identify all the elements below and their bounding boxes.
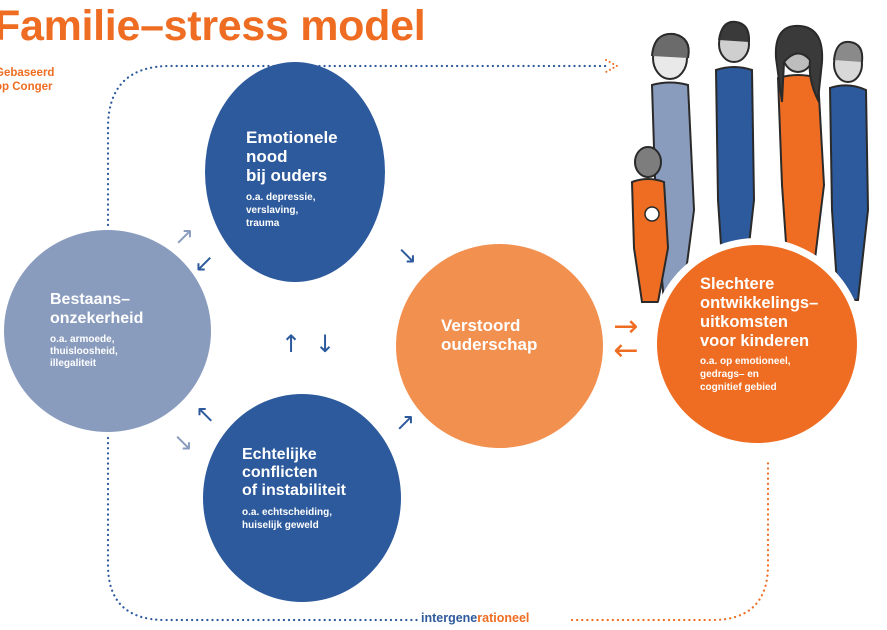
- adult-right-figure: [828, 40, 870, 301]
- adult-back-figure: [714, 20, 756, 291]
- node-verstoord-ouderschap: Verstoord ouderschap: [396, 244, 603, 448]
- arrow-right-icon: →: [613, 309, 639, 344]
- node-emotionele-nood: Emotionele nood bij ouders o.a. depressi…: [205, 62, 385, 282]
- arrow-down-right-icon: ↘: [172, 428, 194, 456]
- arrow-left-icon: ←: [613, 333, 639, 368]
- loop-bottom-right-connector: [570, 458, 770, 622]
- arrow-up-left-icon: ↖: [194, 400, 216, 428]
- node-slechtere-uitkomsten: Slechtere ontwikkelings– uitkomsten voor…: [650, 238, 864, 450]
- loop-top-arrowhead: [605, 59, 620, 73]
- node-echtelijke-conflicten: Echtelijke conflicten of instabiliteit o…: [203, 394, 401, 602]
- loop-label: intergenerationeel: [418, 611, 533, 625]
- arrow-down-left-icon: ↙: [193, 249, 215, 277]
- diagram-source: Gebaseerd op Conger: [0, 67, 55, 93]
- diagram-title: Familie–stress model: [0, 2, 426, 50]
- arrow-up-icon: ↑: [280, 330, 302, 358]
- arrow-down-right-icon: ↘: [396, 241, 418, 269]
- loop-bottom-left-connector: [106, 436, 420, 622]
- loop-top-connector: [106, 64, 608, 130]
- arrow-up-right-icon: ↗: [394, 408, 416, 436]
- node-bestaansonzekerheid: Bestaans– onzekerheid o.a. armoede, thui…: [4, 230, 211, 432]
- family-illustration: [630, 20, 870, 303]
- arrow-down-icon: ↓: [314, 330, 336, 358]
- arrow-up-right-icon: ↗: [173, 222, 195, 250]
- child-figure: [630, 146, 670, 303]
